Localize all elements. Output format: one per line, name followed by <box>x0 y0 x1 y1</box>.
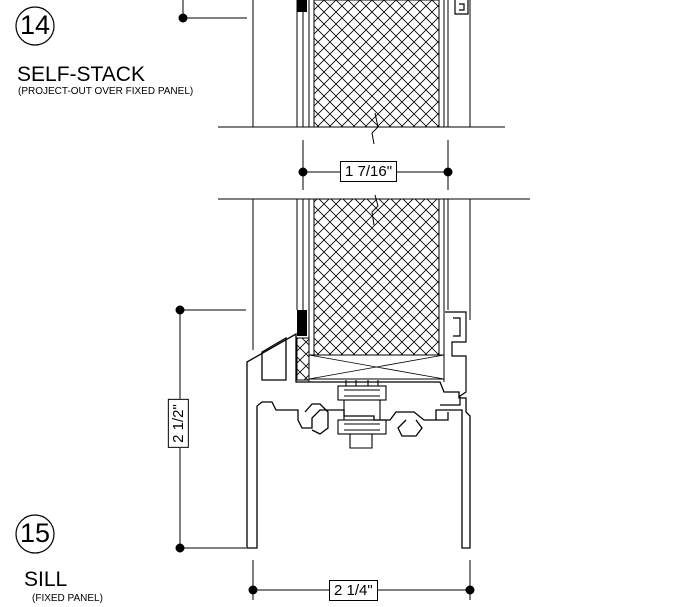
top-dimension-tick <box>178 0 247 23</box>
dim-panel-thickness-label: 1 7/16" <box>340 161 398 182</box>
detail-14-subtitle: (PROJECT-OUT OVER FIXED PANEL) <box>18 86 194 97</box>
dim-panel-thickness <box>298 140 453 190</box>
gasket-top <box>297 0 307 12</box>
detail-15-circle <box>15 514 55 554</box>
detail-15-subtitle: (FIXED PANEL) <box>32 593 103 604</box>
panel-core-top <box>313 0 440 128</box>
frame-lines <box>252 0 471 350</box>
detail-14-circle <box>15 6 55 46</box>
sill-extrusion <box>246 332 471 549</box>
detail-14-number: 14 <box>20 10 51 40</box>
dim-sill-width-label: 2 1/4" <box>329 580 378 601</box>
glazing-clip-top <box>454 0 469 15</box>
detail-15-title: SILL <box>24 568 68 591</box>
glazing-clip-sill <box>440 311 467 406</box>
detail-15-number: 15 <box>20 518 51 548</box>
sill-foam <box>296 337 310 381</box>
thermal-break <box>337 380 387 449</box>
dim-sill-height-label: 2 1/2" <box>167 399 189 448</box>
detail-14-title: SELF-STACK <box>17 63 145 86</box>
panel-core-bottom <box>313 198 440 356</box>
gasket-sill <box>297 310 307 336</box>
